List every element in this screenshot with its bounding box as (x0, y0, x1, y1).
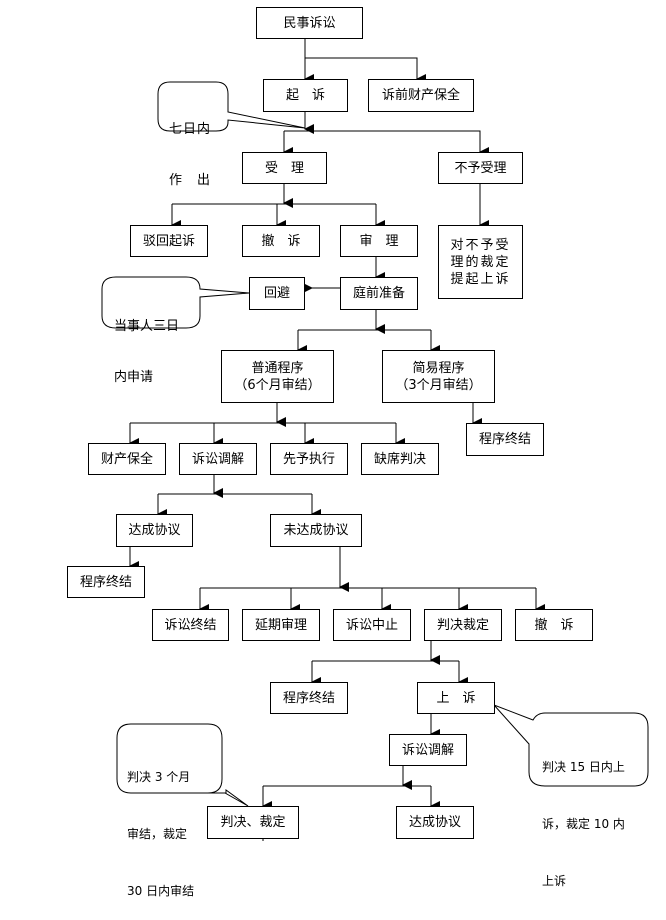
callout-line: 上诉 (542, 874, 567, 888)
callout-bubble-three-days (101, 276, 250, 329)
node-line: 理的裁定 (450, 254, 511, 270)
node-default-judgment: 缺席判决 (361, 443, 439, 475)
node-withdraw-2: 撤 诉 (515, 609, 593, 641)
node-ordinary-procedure: 普通程序 （6个月审结） (221, 350, 334, 403)
callout-line: 内申请 (114, 370, 154, 385)
callout-seven-days: 七日内 作 出 (169, 87, 211, 206)
callout-line: 当事人三日 (114, 319, 180, 334)
connector (284, 130, 489, 157)
node-line: （6个月审结） (234, 377, 321, 393)
callout-three-days: 当事人三日 内申请 (114, 284, 179, 403)
node-pretrial-prep: 庭前准备 (340, 277, 418, 310)
node-dismiss: 驳回起诉 (130, 225, 208, 257)
node-agreement-2: 达成协议 (396, 806, 474, 839)
callout-appeal-deadline: 判决 15 日内上 诉，裁定 10 内 上诉 (542, 720, 625, 910)
node-reject-accept: 不予受理 (438, 152, 523, 184)
node-mediation-2: 诉讼调解 (389, 734, 467, 766)
callout-line: 七日内 (169, 122, 212, 137)
node-end-agreement: 程序终结 (67, 566, 145, 598)
node-recusal: 回避 (249, 277, 305, 310)
node-pre-suit-preservation: 诉前财产保全 (368, 79, 474, 112)
node-agreement-1: 达成协议 (116, 514, 193, 547)
node-mediation-1: 诉讼调解 (179, 443, 257, 475)
connector (305, 57, 426, 84)
node-final-judgment: 判决、裁定 (207, 806, 299, 839)
node-line: 简易程序 (412, 360, 465, 376)
callout-bubble-appeal-deadline (493, 704, 649, 787)
node-litigation-termination: 诉讼终结 (152, 609, 229, 641)
node-line: 提起上诉 (450, 271, 511, 287)
callout-line: 审结，裁定 (127, 827, 188, 841)
callout-line: 30 日内审结 (127, 884, 195, 898)
node-property-preservation: 财产保全 (88, 443, 166, 475)
node-line: 普通程序 (251, 360, 304, 376)
callout-line: 诉，裁定 10 内 (542, 817, 625, 831)
callout-line: 判决 3 个月 (127, 770, 191, 784)
callout-bubble-seven-days (157, 81, 306, 132)
node-appeal-rejection: 对不予受 理的裁定 提起上诉 (438, 225, 523, 299)
callout-line: 判决 15 日内上 (542, 760, 625, 774)
callout-second-instance: 判决 3 个月 审结，裁定 30 日内审结 (127, 730, 194, 920)
node-litigation-suspension: 诉讼中止 (333, 609, 411, 641)
flowchart-canvas: 民事诉讼 起 诉 诉前财产保全 受 理 不予受理 驳回起诉 撤 诉 审 理 对不… (67, 7, 649, 898)
node-end-simple: 程序终结 (466, 423, 544, 456)
node-appeal: 上 诉 (417, 682, 495, 714)
node-end-judgment: 程序终结 (270, 682, 348, 714)
node-simple-procedure: 简易程序 （3个月审结） (382, 350, 495, 403)
node-postponed-trial: 延期审理 (242, 609, 320, 641)
node-line: （3个月审结） (395, 377, 482, 393)
node-withdraw-1: 撤 诉 (242, 225, 320, 257)
node-no-agreement: 未达成协议 (270, 514, 362, 547)
node-advance-execution: 先予执行 (270, 443, 348, 475)
node-line: 对不予受 (450, 237, 511, 253)
node-judgment-ruling: 判决裁定 (424, 609, 502, 641)
node-accept: 受 理 (242, 152, 327, 184)
connector-layer (101, 38, 649, 841)
node-trial: 审 理 (340, 225, 418, 257)
node-civil-litigation: 民事诉讼 (256, 7, 363, 39)
node-file-suit: 起 诉 (263, 79, 348, 112)
callout-line: 作 出 (169, 173, 212, 188)
